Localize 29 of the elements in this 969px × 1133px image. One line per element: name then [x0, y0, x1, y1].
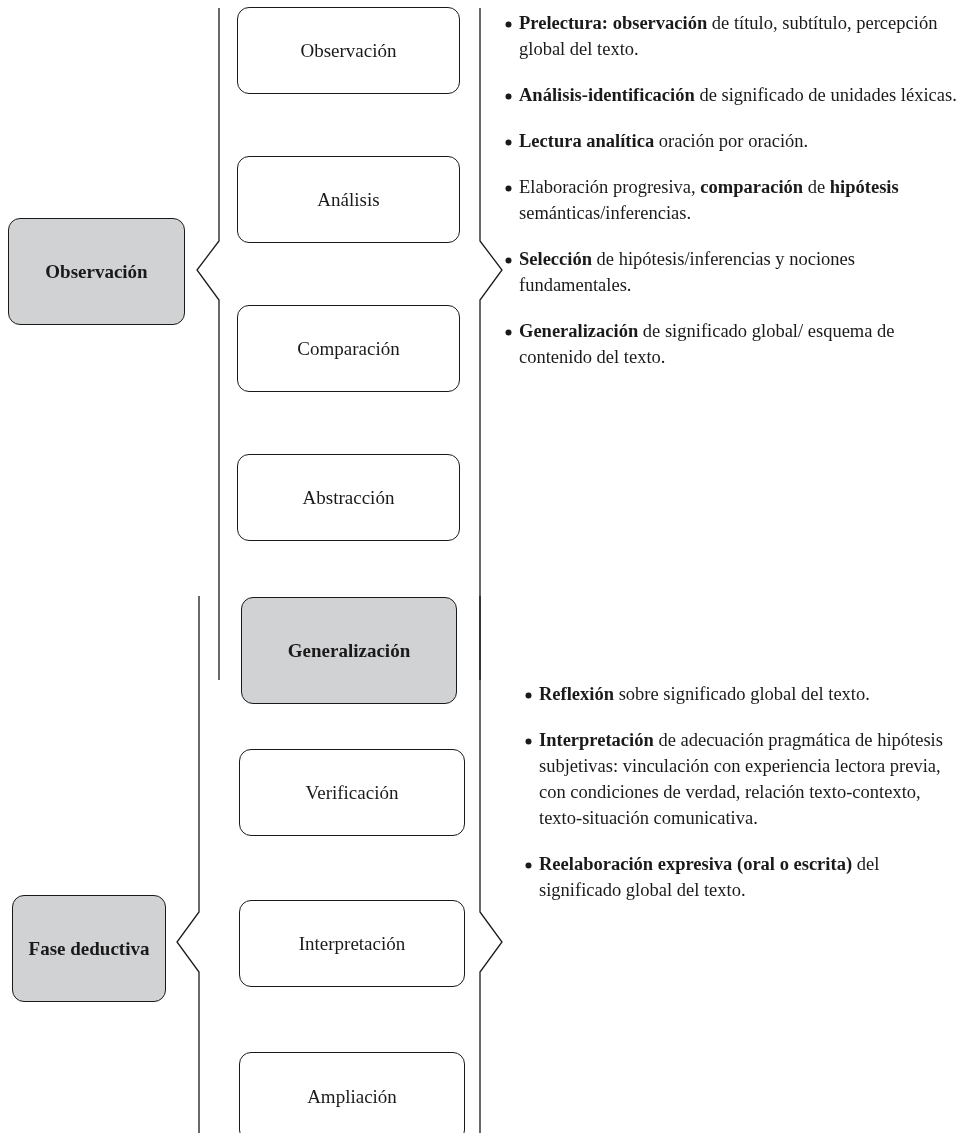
bullet-note: Elaboración progresiva, comparación de hipótesis semánticas/inferencias. — [519, 177, 899, 223]
step-box — [239, 1052, 465, 1133]
phase-box — [241, 597, 457, 704]
step-box — [237, 305, 460, 392]
step-label: Comparación — [297, 336, 400, 361]
phase-label: Generalización — [287, 638, 411, 663]
step-box — [237, 7, 460, 94]
step-box — [239, 900, 465, 987]
bullet-note: Análisis-identificación de significado de unidades léxicas. — [519, 85, 957, 105]
step-box — [237, 454, 460, 541]
bullet-note: Reelaboración expresiva (oral o escrita) del significado global del texto. — [539, 854, 880, 900]
phase-box — [12, 895, 166, 1002]
bullet-note: Interpretación de adecuación pragmática de hipótesis subjetivas: vinculación con experiencia lectora previa, con condiciones de verdad, relación texto-contexto, texto-situación comunicativa. — [539, 730, 943, 828]
step-label: Interpretación — [298, 931, 406, 956]
step-box — [239, 749, 465, 836]
bullet-note: Lectura analítica oración por oración. — [519, 131, 809, 151]
step-label: Abstracción — [302, 485, 395, 510]
step-label: Análisis — [317, 187, 380, 212]
phase-label: Observación — [45, 259, 148, 284]
phase-box — [8, 218, 185, 325]
bullet-note: Generalización de significado global/ esquema de contenido del texto. — [519, 321, 895, 367]
phase-label: Fase deductiva — [28, 936, 150, 961]
step-box — [237, 156, 460, 243]
bullet-note: Selección de hipótesis/inferencias y nociones fundamentales. — [519, 249, 855, 295]
step-label: Verificación — [305, 780, 399, 805]
step-label: Ampliación — [307, 1085, 397, 1109]
bullet-note: Reflexión sobre significado global del texto. — [539, 684, 870, 704]
bullet-note: Prelectura: observación de título, subtítulo, percepción global del texto. — [519, 13, 938, 59]
step-label: Observación — [300, 38, 397, 63]
